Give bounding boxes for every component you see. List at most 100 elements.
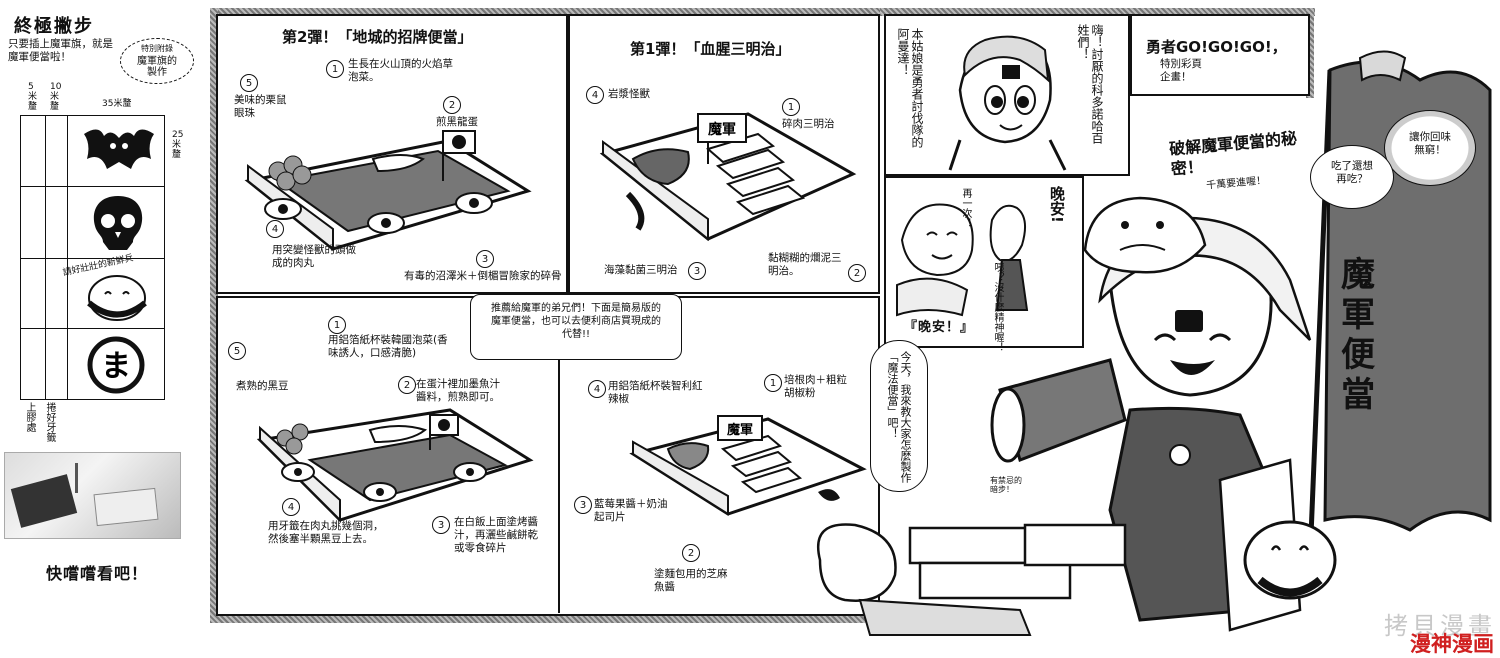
amanda-intro-illustration xyxy=(948,35,1067,171)
bat-icon xyxy=(84,129,154,169)
speech-again: 再一次！ xyxy=(960,188,971,228)
main-character-illustration xyxy=(990,216,1312,632)
speech-bubble-more: 吃了還想再吃？ xyxy=(1310,145,1394,209)
sandwich-item4: 岩漿怪獸 xyxy=(608,88,650,100)
panel-castle-bento: 第2彈！「地城的招牌便當」 1 生長在火山頂的火焰草泡菜。 2 煎黑龍蛋 5 美… xyxy=(216,14,568,294)
sidebar-title: 終極撇步 xyxy=(14,16,94,37)
simple-sandwich-item3: 藍莓果醬＋奶油起司片 xyxy=(594,498,668,523)
page-frame-shadow-left xyxy=(210,8,218,623)
castle-item2: 煎黑龍蛋 xyxy=(436,116,478,128)
castle-item4: 用突變怪獸的頭做成的肉丸 xyxy=(272,244,356,269)
headline: 破解魔軍便當的秘密！ xyxy=(1168,128,1298,179)
goodnight-illustration xyxy=(896,203,1029,317)
simple-castle-item1-num: 1 xyxy=(328,316,346,334)
bonus-badge-top: 特別附錄 xyxy=(141,44,173,53)
bonus-badge: 特別附錄 魔軍旗的製作 xyxy=(120,38,194,84)
right-frame-shadow-right xyxy=(1306,8,1314,98)
dim-25-label: 25米釐 xyxy=(172,130,184,160)
castle-item3-num: 3 xyxy=(476,250,494,268)
dim-35-label: 35米釐 xyxy=(102,99,132,109)
sidebar-subtitle: 只要插上魔軍旗，就是魔軍便當啦！ xyxy=(8,38,113,63)
left-sidebar: 終極撇步 只要插上魔軍旗，就是魔軍便當啦！ 特別附錄 魔軍旗的製作 5米釐 10… xyxy=(0,0,205,657)
recommend-banner-text: 推薦給魔軍的弟兄們！下面是簡易版的魔軍便當，也可以去便利商店買現成的代替!! xyxy=(491,303,661,340)
castle-item1: 生長在火山頂的火焰草泡菜。 xyxy=(348,58,453,83)
simple-sandwich-illustration: 魔軍 xyxy=(629,415,867,516)
speech-bubble-today: 今天，我來教大家怎麼製作「魔法便當」吧！ xyxy=(870,340,928,492)
simple-sandwich-item4: 用鋁箔紙杯裝智利紅辣椒 xyxy=(608,380,703,405)
blob-soldier-icon xyxy=(87,275,147,321)
simple-castle-item2-num: 2 xyxy=(398,376,416,394)
simple-castle-item1: 用鋁箔紙杯裝韓國泡菜(香味誘人，口感清脆) xyxy=(328,334,448,359)
bonus-badge-bottom: 魔軍旗的製作 xyxy=(137,56,177,78)
simple-sandwich-item1: 培根肉＋粗粒胡椒粉 xyxy=(784,374,847,399)
small-note: 有禁忌的暗步！ xyxy=(990,476,1022,494)
speech-bubble-savor: 讓你回味無窮！ xyxy=(1384,110,1476,186)
simple-sandwich-flag-text: 魔軍 xyxy=(727,422,753,438)
panel-title-card xyxy=(1130,14,1310,96)
speech-today: 今天，我來教大家怎麼製作「魔法便當」吧！ xyxy=(886,351,912,483)
castle-item4-num: 4 xyxy=(266,220,284,238)
simple-castle-illustration xyxy=(256,408,534,523)
blob-soldier-upper-illustration xyxy=(1083,196,1207,274)
right-frame-shadow-top xyxy=(880,8,1312,16)
simple-castle-item5-num: 5 xyxy=(228,342,246,360)
sandwich-item4-num: 4 xyxy=(586,86,604,104)
shout-goodnight: 『晚安！』 xyxy=(904,320,975,335)
simple-castle-item3-num: 3 xyxy=(432,516,450,534)
simple-sandwich-item2: 塗麵包用的芝麻魚醬 xyxy=(654,568,728,593)
watermark-faint: 拷貝漫畫 xyxy=(1384,612,1496,640)
castle-item5-num: 5 xyxy=(240,74,258,92)
footer-text: 快嚐嚐看吧！ xyxy=(46,564,149,583)
speech-goodnight: 晚安! xyxy=(1048,186,1066,223)
speech-savor: 讓你回味無窮！ xyxy=(1409,131,1451,156)
sandwich-item2-num: 2 xyxy=(848,264,866,282)
simple-castle-item3: 在白飯上面塗烤醬汁，再灑些鹹餅乾或零食碎片 xyxy=(454,516,538,554)
simple-castle-item2: 在蛋汁裡加墨魚汁醬料，煎熟即可。 xyxy=(416,378,500,403)
simple-divider xyxy=(558,358,560,613)
sandwich-item3: 海藻黏菌三明治 xyxy=(604,264,678,276)
glue-label: 上膠處 xyxy=(24,402,35,432)
sandwich-item3-num: 3 xyxy=(688,262,706,280)
sandwich-item2: 黏糊糊的爛泥三明治。 xyxy=(768,252,842,277)
flag-template: ま xyxy=(20,115,165,400)
title-main: 勇者GO!GO!GO!， xyxy=(1146,38,1287,56)
stick-label: 捲好牙籤 xyxy=(44,402,55,442)
bento-photo xyxy=(4,452,181,539)
simple-sandwich-item1-num: 1 xyxy=(764,374,782,392)
title-sub: 特別彩頁企畫！ xyxy=(1160,58,1202,83)
watermark-main: 漫神漫画 xyxy=(1410,632,1494,656)
dim-10-label: 10米釐 xyxy=(50,82,62,112)
sandwich-flag-text: 魔軍 xyxy=(708,121,736,138)
ma-symbol-icon: ま xyxy=(87,336,145,394)
sandwich-bento-illustration: 魔軍 xyxy=(599,112,857,242)
castle-bento-illustration xyxy=(244,130,532,252)
sandwich-item1-num: 1 xyxy=(782,98,800,116)
recommend-banner: 推薦給魔軍的弟兄們！下面是簡易版的魔軍便當，也可以去便利商店買現成的代替!! xyxy=(470,294,682,360)
simple-castle-item4-num: 4 xyxy=(282,498,300,516)
speech-greeting: 嗨！討厭的科多諾哈百姓們！ xyxy=(1076,24,1104,144)
flag-banner-text: 魔軍便當 xyxy=(1341,255,1375,415)
simple-sandwich-item3-num: 3 xyxy=(574,496,592,514)
skull-icon xyxy=(93,196,143,250)
panel-castle-title: 第2彈！「地城的招牌便當」 xyxy=(282,28,473,46)
page-frame-shadow-top xyxy=(210,8,1315,16)
castle-item2-num: 2 xyxy=(443,96,461,114)
simple-castle-item4: 用牙籤在肉丸挑幾個洞，然後塞半顆黑豆上去。 xyxy=(268,520,384,545)
speech-more: 吃了還想再吃？ xyxy=(1331,160,1373,185)
simple-sandwich-item4-num: 4 xyxy=(588,380,606,398)
simple-sandwich-item2-num: 2 xyxy=(682,544,700,562)
castle-item5: 美味的栗鼠眼珠 xyxy=(234,94,287,119)
page-frame-shadow-bottom xyxy=(210,615,870,623)
svg-text:ま: ま xyxy=(101,349,131,384)
panel-sandwich: 第1彈！「血腥三明治」 魔軍 4 岩漿怪獸 1 碎肉三明治 海藻黏菌三明治 3 … xyxy=(568,14,880,294)
speech-intro: 本姑娘是勇者討伐隊的阿曼達！ xyxy=(896,28,924,148)
simple-castle-item5: 煮熟的黑豆 xyxy=(236,380,289,392)
speech-no-energy: 咦？沒什麼精神喔！ xyxy=(992,262,1003,352)
panel-sandwich-title: 第1彈！「血腥三明治」 xyxy=(630,40,791,58)
dim-5-label: 5米釐 xyxy=(28,82,38,112)
army-flag-illustration xyxy=(1307,50,1492,561)
castle-item3: 有毒的沼澤米＋倒楣冒險家的碎骨 xyxy=(404,270,562,282)
castle-item1-num: 1 xyxy=(326,60,344,78)
sandwich-item1: 碎肉三明治 xyxy=(782,118,835,130)
bento-stack-illustration xyxy=(817,523,1127,636)
